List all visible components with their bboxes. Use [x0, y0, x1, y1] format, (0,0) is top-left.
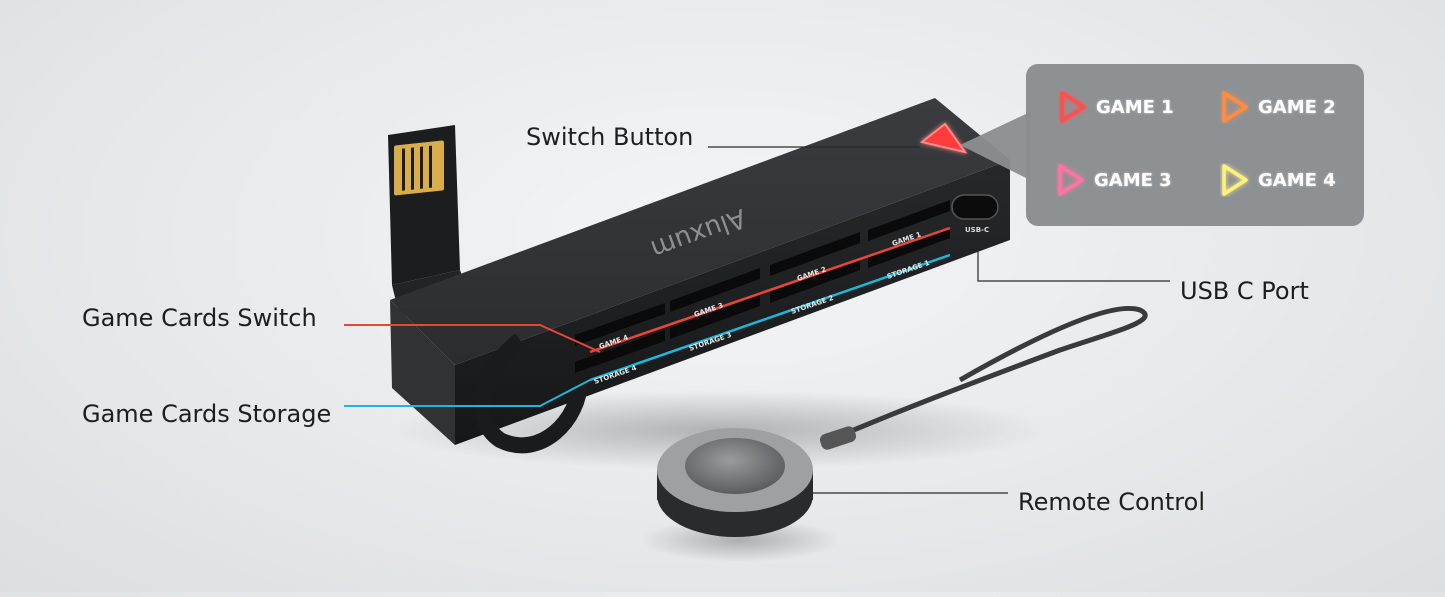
- legend-label: GAME 4: [1258, 169, 1336, 191]
- lanyard-clip: [819, 426, 857, 450]
- callout-switch-button: Switch Button: [526, 123, 694, 151]
- play-triangle-icon: [1220, 90, 1250, 124]
- play-triangle-icon: [1058, 90, 1088, 124]
- remote-control: [657, 428, 813, 537]
- play-triangle-icon: [1056, 163, 1086, 197]
- legend-item-game4: GAME 4: [1220, 163, 1336, 197]
- leader-game-storage: [344, 379, 591, 407]
- legend-label: GAME 3: [1094, 169, 1172, 191]
- callout-usb-c-port: USB C Port: [1180, 277, 1309, 305]
- usb-c-port: USB-C: [951, 194, 999, 234]
- remote-lanyard: [829, 306, 1148, 443]
- legend-label: GAME 2: [1258, 96, 1336, 118]
- storage-stripe: [589, 253, 951, 382]
- legend-item-game3: GAME 3: [1056, 163, 1172, 197]
- leader-usb-c: [977, 250, 1170, 282]
- callout-game-cards-storage: Game Cards Storage: [82, 400, 332, 428]
- legend-item-game2: GAME 2: [1220, 90, 1336, 124]
- callout-game-cards-switch: Game Cards Switch: [82, 304, 317, 332]
- switch-button-icon: [919, 122, 968, 154]
- switch-stripe: [589, 226, 951, 354]
- legend-item-game1: GAME 1: [1058, 90, 1174, 124]
- play-triangle-icon: [1220, 163, 1250, 197]
- callout-remote-control: Remote Control: [1018, 488, 1205, 516]
- leader-game-switch: [344, 324, 601, 353]
- card-slots: [575, 200, 950, 373]
- usb-c-label: USB-C: [965, 226, 989, 234]
- legend-label: GAME 1: [1096, 96, 1174, 118]
- game-legend-panel: GAME 1 GAME 2 GAME 3 GAME 4: [1026, 64, 1364, 226]
